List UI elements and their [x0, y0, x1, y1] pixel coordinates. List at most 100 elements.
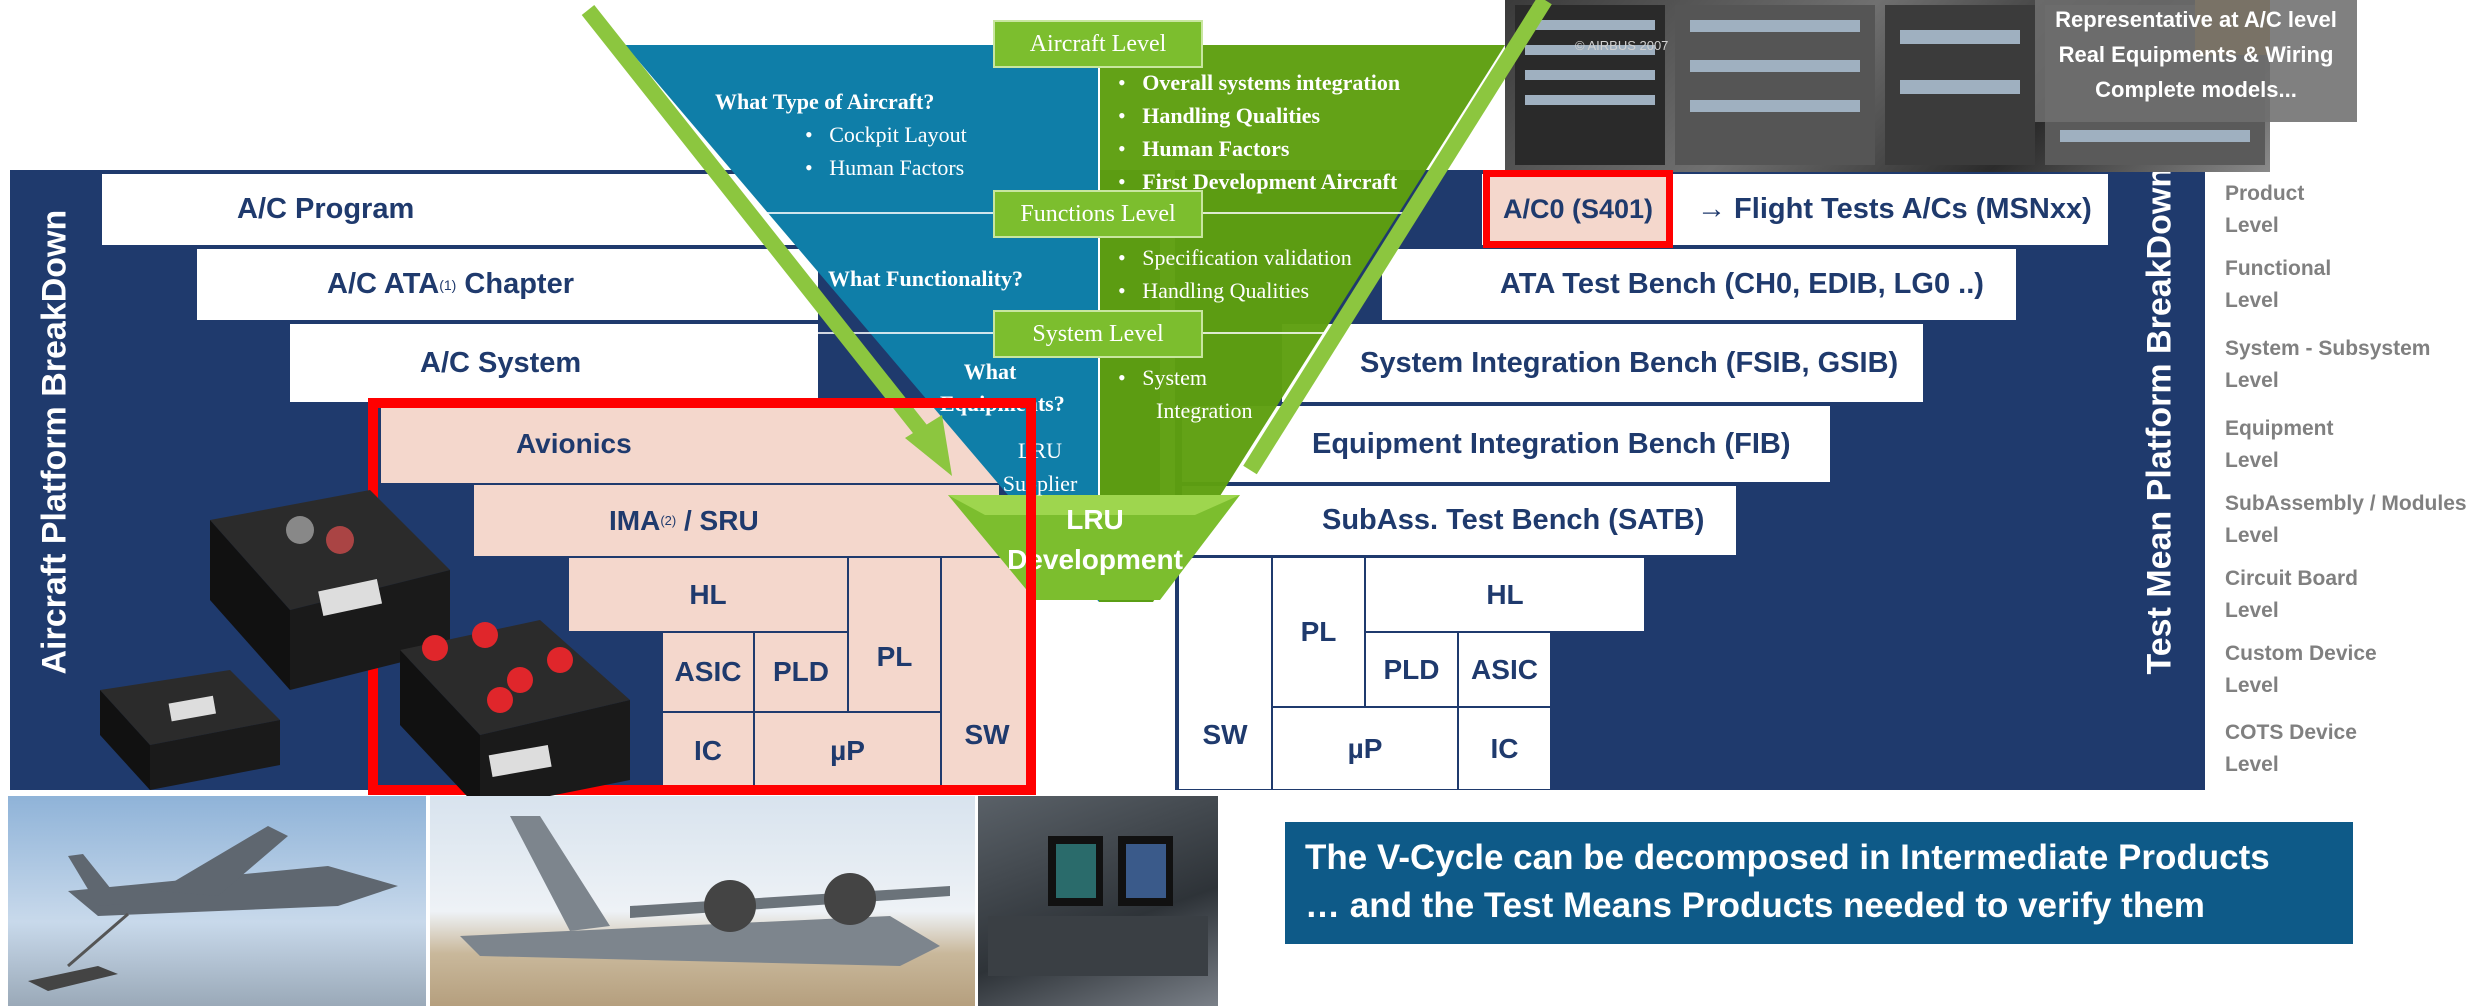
legend-product-b: Level: [2225, 214, 2279, 237]
v-left-aircraft-question: What Type of Aircraft? • Cockpit Layout …: [715, 85, 995, 184]
aircraft-answer-3-text: Human Factors: [1142, 136, 1290, 161]
photo-watermark: © AIRBUS 2007: [1575, 38, 1669, 53]
left-hl: HL: [568, 557, 848, 632]
legend-circuit-board-a: Circuit Board: [2225, 567, 2359, 590]
legend-functional: Functional Level: [2225, 253, 2331, 317]
lru-box-2: [100, 670, 280, 790]
right-sw: SW: [1178, 557, 1272, 790]
rack-illustration: [1515, 0, 2270, 165]
row-ac-system-label: A/C System: [420, 346, 582, 379]
row-ima-suffix: / SRU: [676, 504, 759, 536]
aircraft-bullet-2-text: Human Factors: [829, 155, 965, 180]
tanker-illustration: [28, 826, 398, 991]
legend-system-a: System - Subsystem: [2225, 337, 2431, 360]
lru-supplier-a: LRU: [1018, 438, 1062, 463]
row-ac-ata: A/C ATA(1) Chapter: [195, 247, 820, 322]
function-answer-1: • Specification validation: [1118, 245, 1352, 270]
cargo-aircraft-photo: [430, 796, 975, 1006]
cockpit-illustration: [988, 836, 1208, 976]
legend-equipment: Equipment Level: [2225, 413, 2334, 477]
right-ic: IC: [1458, 707, 1551, 790]
legend-cots-device-a: COTS Device: [2225, 721, 2357, 744]
aircraft-bullet-2: • Human Factors: [805, 155, 965, 180]
ac0-highlight: A/C0 (S401): [1483, 170, 1673, 248]
row-flight-tests-label: → Flight Tests A/Cs (MSNxx): [1697, 193, 2092, 225]
system-answer-a-text: System: [1142, 365, 1207, 390]
legend-subassembly-a: SubAssembly / Modules: [2225, 492, 2467, 515]
conclusion-box: The V-Cycle can be decomposed in Interme…: [1285, 822, 2353, 944]
row-ac-ata-sup: (1): [439, 276, 457, 293]
row-ac-ata-suffix: Chapter: [456, 268, 574, 300]
legend-system: System - Subsystem Level: [2225, 333, 2430, 397]
function-answer-1-text: Specification validation: [1142, 245, 1352, 270]
row-ac-program-label: A/C Program: [237, 193, 415, 225]
aircraft-answer-1: • Overall systems integration: [1118, 70, 1401, 95]
legend-circuit-board: Circuit Board Level: [2225, 563, 2358, 627]
v-right-function-answers: • Specification validation • Handling Qu…: [1118, 241, 1352, 307]
photo-caption-line3: Complete models...: [2095, 77, 2297, 102]
v-right-aircraft-answers: • Overall systems integration • Handling…: [1118, 66, 1400, 198]
right-asic: ASIC: [1458, 632, 1551, 707]
row-eq-bench: Equipment Integration Bench (FIB): [1180, 404, 1832, 484]
row-ima-label: IMA: [609, 504, 661, 536]
row-subass: SubAss. Test Bench (SATB): [1180, 484, 1738, 557]
right-hl: HL: [1365, 557, 1645, 632]
aircraft-answer-1-text: Overall systems integration: [1142, 70, 1401, 95]
tanker-photo: [8, 796, 426, 1006]
left-ic: IC: [662, 712, 754, 790]
legend-subassembly-b: Level: [2225, 524, 2279, 547]
legend-equipment-a: Equipment: [2225, 417, 2334, 440]
aircraft-answer-4-text: First Development Aircraft: [1142, 169, 1398, 194]
left-pl: PL: [848, 557, 941, 712]
ac0-label: A/C0 (S401): [1502, 193, 1654, 224]
legend-equipment-b: Level: [2225, 449, 2279, 472]
aircraft-answer-2-text: Handling Qualities: [1142, 103, 1321, 128]
right-up: µP: [1272, 707, 1458, 790]
row-subass-label: SubAss. Test Bench (SATB): [1322, 504, 1705, 536]
system-answer-a: • System: [1118, 365, 1207, 390]
lru-development-line2: Development: [1007, 544, 1183, 575]
legend-system-b: Level: [2225, 369, 2279, 392]
row-ac-ata-prefix: A/C ATA: [327, 268, 440, 300]
legend-custom-device-a: Custom Device: [2225, 642, 2377, 665]
right-pld: PLD: [1365, 632, 1458, 707]
row-ima-sup: (2): [660, 513, 677, 528]
system-answer-b: Integration: [1156, 398, 1253, 423]
lru-supplier-b: Supplier: [1002, 471, 1078, 496]
aircraft-answer-4: • First Development Aircraft: [1118, 169, 1398, 194]
row-eq-bench-label: Equipment Integration Bench (FIB): [1312, 427, 1791, 460]
left-asic: ASIC: [662, 632, 754, 712]
equipment-question-a: What: [963, 359, 1017, 384]
function-answer-2-text: Handling Qualities: [1142, 278, 1310, 303]
legend-cots-device-b: Level: [2225, 753, 2279, 776]
cockpit-photo: [978, 796, 1218, 1006]
row-sys-bench-label: System Integration Bench (FSIB, GSIB): [1360, 346, 1899, 379]
v-right-system-answers: • System Integration: [1118, 361, 1253, 427]
left-sw: SW: [941, 557, 1033, 790]
conclusion-line-2: … and the Test Means Products needed to …: [1305, 886, 2205, 925]
photo-caption-line1: Representative at A/C level: [2055, 7, 2337, 32]
row-ac-system: A/C System: [288, 322, 820, 404]
photo-caption-box: Representative at A/C level Real Equipme…: [2035, 0, 2357, 122]
row-ima: IMA(2) / SRU: [473, 484, 1000, 557]
lru-development-line1: LRU: [1066, 504, 1124, 535]
photo-caption-line2: Real Equipments & Wiring: [2058, 42, 2334, 67]
legend-custom-device-b: Level: [2225, 674, 2279, 697]
legend-functional-b: Level: [2225, 289, 2279, 312]
function-answer-2: • Handling Qualities: [1118, 278, 1310, 303]
aircraft-bullet-1: • Cockpit Layout: [805, 122, 967, 147]
aircraft-bullet-1-text: Cockpit Layout: [829, 122, 967, 147]
aircraft-answer-3: • Human Factors: [1118, 136, 1290, 161]
legend-subassembly: SubAssembly / Modules Level: [2225, 488, 2467, 552]
legend-functional-a: Functional: [2225, 257, 2332, 280]
legend-product-a: Product: [2225, 182, 2305, 205]
row-sys-bench: System Integration Bench (FSIB, GSIB): [1280, 322, 1925, 404]
aircraft-level-pill: Aircraft Level: [993, 20, 1203, 68]
legend-circuit-board-b: Level: [2225, 599, 2279, 622]
lru-development-label: LRU Development: [1000, 500, 1190, 580]
left-pld: PLD: [754, 632, 848, 712]
legend-custom-device: Custom Device Level: [2225, 638, 2377, 702]
legend-cots-device: COTS Device Level: [2225, 717, 2357, 781]
lru-equipment-illustration: [100, 490, 630, 810]
